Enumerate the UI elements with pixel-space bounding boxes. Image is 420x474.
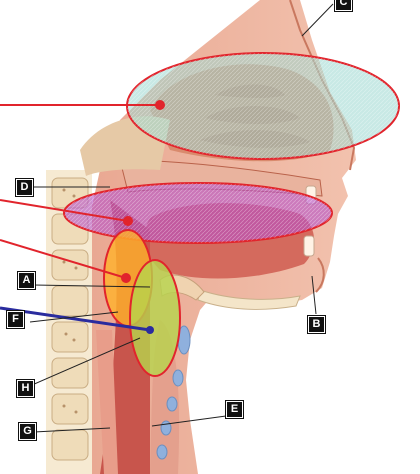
label-leader-lines bbox=[29, 3, 334, 433]
label-g: G bbox=[19, 423, 36, 440]
tracheal-rings bbox=[156, 325, 191, 460]
jaw-bone bbox=[197, 289, 301, 310]
esophagus-wall bbox=[96, 330, 118, 474]
label-f: F bbox=[7, 311, 24, 328]
chin-outline bbox=[315, 257, 325, 293]
oral-cavity-hatch bbox=[64, 183, 332, 243]
blue-pointer bbox=[0, 306, 154, 334]
label-e: E bbox=[226, 401, 243, 418]
laryngopharynx-highlight bbox=[129, 259, 181, 377]
label-c: C bbox=[335, 0, 352, 11]
label-a: A bbox=[18, 272, 35, 289]
red-pointers bbox=[0, 100, 165, 283]
label-h: H bbox=[17, 380, 34, 397]
lower-teeth bbox=[303, 235, 315, 257]
label-b: B bbox=[308, 316, 325, 333]
label-d: D bbox=[16, 179, 33, 196]
nasal-cavity-hatch bbox=[127, 53, 399, 159]
